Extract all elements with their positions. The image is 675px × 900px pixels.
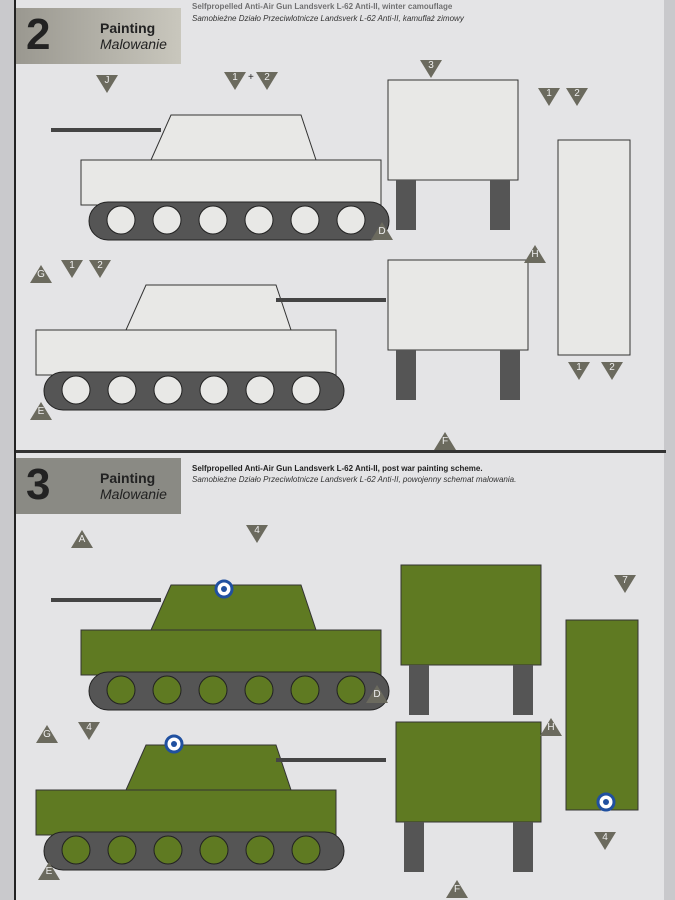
callout-4b: 4 <box>78 722 100 740</box>
turret <box>125 744 292 791</box>
roundel-center <box>221 586 227 592</box>
callout-D: D <box>371 222 393 240</box>
caption-pl: Samobieżne Działo Przeciwlotnicze Landsv… <box>192 475 517 484</box>
road-wheel <box>106 675 136 705</box>
callout-H: H <box>540 718 562 736</box>
road-wheel <box>245 835 275 865</box>
road-wheel <box>291 375 321 405</box>
section-title: Painting <box>100 470 156 486</box>
callout-G: G <box>30 265 52 283</box>
roundel-center <box>171 741 177 747</box>
road-wheel <box>199 835 229 865</box>
callout-E: E <box>30 402 52 420</box>
instruction-page: 2 Painting Malowanie Selfpropelled Anti-… <box>14 0 666 900</box>
track <box>409 665 429 715</box>
callout-2c: 2 <box>566 88 588 106</box>
callout-H: H <box>524 245 546 263</box>
road-wheel <box>291 835 321 865</box>
road-wheel <box>198 675 228 705</box>
divider <box>16 450 666 453</box>
step-number: 3 <box>26 460 51 509</box>
callout-F: F <box>446 880 468 898</box>
road-wheel <box>198 205 228 235</box>
callout-3: 3 <box>420 60 442 78</box>
road-wheel <box>107 835 137 865</box>
callout-F: F <box>434 432 456 450</box>
top-view <box>557 139 631 356</box>
road-wheel <box>61 835 91 865</box>
callout-4: 4 <box>246 525 268 543</box>
callout-1c: 1 <box>538 88 560 106</box>
road-wheel <box>106 205 136 235</box>
track <box>396 350 416 400</box>
road-wheel <box>153 835 183 865</box>
hull-view <box>395 721 542 823</box>
section-header: 3 Painting Malowanie <box>16 458 181 514</box>
tank-illustrations <box>35 79 639 872</box>
callout-1b: 1 <box>61 260 83 278</box>
callout-J: J <box>96 75 118 93</box>
road-wheel <box>290 675 320 705</box>
turret <box>125 284 292 331</box>
section-subtitle: Malowanie <box>100 486 167 502</box>
track <box>490 180 510 230</box>
road-wheel <box>61 375 91 405</box>
track <box>396 180 416 230</box>
hull <box>35 329 337 376</box>
track <box>404 822 424 872</box>
callout-2b: 2 <box>89 260 111 278</box>
road-wheel <box>336 205 366 235</box>
road-wheel <box>153 375 183 405</box>
callout-2: 2 <box>256 72 278 90</box>
track <box>500 350 520 400</box>
hull-view <box>387 259 529 351</box>
callout-E: E <box>38 862 60 880</box>
hull <box>80 159 382 206</box>
road-wheel <box>290 205 320 235</box>
callout-A: A <box>71 530 93 548</box>
callout-1d: 1 <box>568 362 590 380</box>
hull-view <box>400 564 542 666</box>
road-wheel <box>244 205 274 235</box>
section-header: 2 Painting Malowanie <box>16 8 181 64</box>
track <box>513 822 533 872</box>
callout-1: 1 <box>224 72 246 90</box>
callout-G: G <box>36 725 58 743</box>
hull <box>35 789 337 836</box>
road-wheel <box>244 675 274 705</box>
caption-pl: Samobieżne Działo Przeciwlotnicze Landsv… <box>192 14 464 23</box>
section-subtitle: Malowanie <box>100 36 167 52</box>
roundel-center <box>603 799 609 805</box>
caption-en: Selfpropelled Anti-Air Gun Landsverk L-6… <box>192 464 483 473</box>
callout-7: 7 <box>614 575 636 593</box>
turret <box>150 584 317 631</box>
plus-sign: + <box>248 72 254 83</box>
top-view <box>565 619 639 811</box>
road-wheel <box>152 675 182 705</box>
road-wheel <box>336 675 366 705</box>
callout-D: D <box>366 685 388 703</box>
road-wheel <box>245 375 275 405</box>
road-wheel <box>152 205 182 235</box>
turret <box>150 114 317 161</box>
road-wheel <box>107 375 137 405</box>
track <box>513 665 533 715</box>
hull-view <box>387 79 519 181</box>
callout-2d: 2 <box>601 362 623 380</box>
step-number: 2 <box>26 10 51 59</box>
callout-4c: 4 <box>594 832 616 850</box>
section-title: Painting <box>100 20 156 36</box>
hull <box>80 629 382 676</box>
road-wheel <box>199 375 229 405</box>
caption-en: Selfpropelled Anti-Air Gun Landsverk L-6… <box>192 2 453 11</box>
